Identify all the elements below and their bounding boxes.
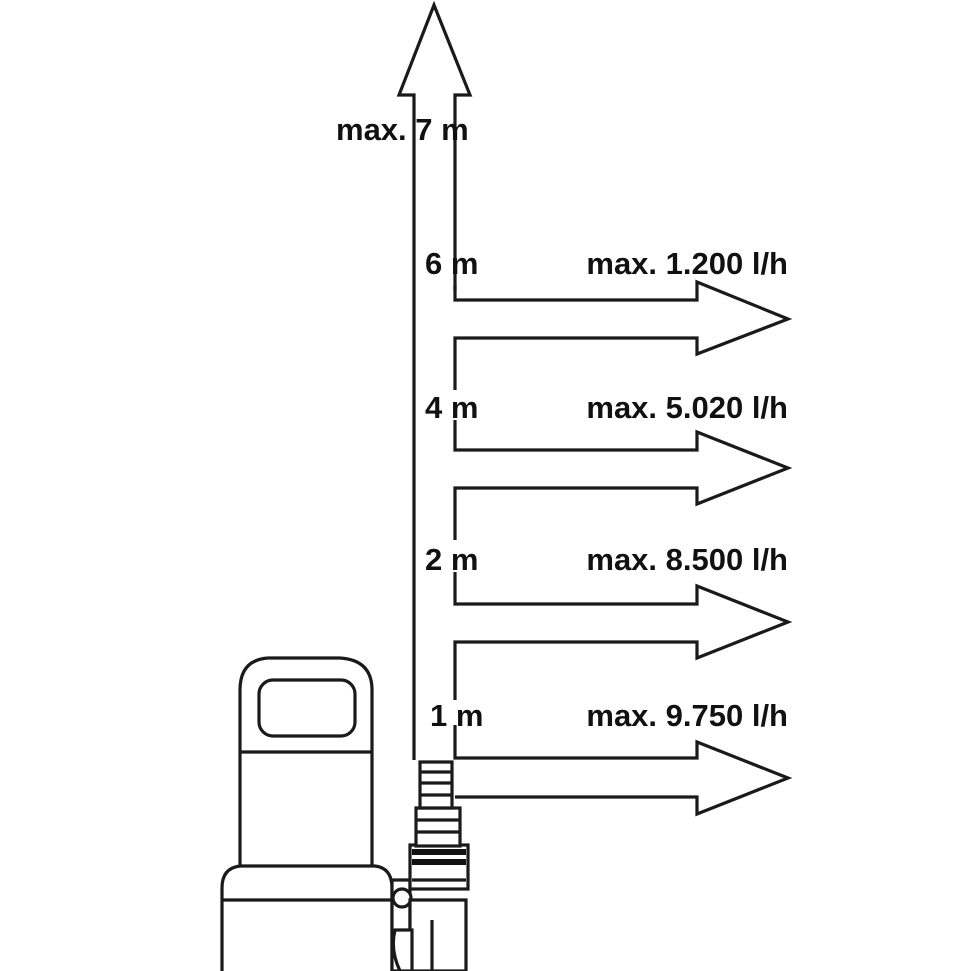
height-label-6m: 6 m — [425, 246, 478, 281]
flow-label-4m: max. 5.020 l/h — [586, 390, 788, 425]
connector-barb — [418, 760, 454, 810]
max-height-label: max. 7 m — [336, 112, 469, 147]
pump-outlet-elbow — [408, 898, 468, 971]
flow-arrow-1m — [453, 725, 793, 817]
hose-connector — [408, 760, 470, 891]
max-height-arrow — [396, 0, 473, 760]
connector-body — [414, 806, 462, 848]
pump-bolt — [391, 887, 413, 909]
height-label-2m: 2 m — [425, 542, 478, 577]
flow-arrow-2m — [453, 572, 793, 700]
height-label-1m: 1 m — [430, 698, 483, 733]
flow-arrow-6m — [453, 279, 793, 390]
height-label-4m: 4 m — [425, 390, 478, 425]
flow-label-6m: max. 1.200 l/h — [586, 246, 788, 281]
flow-label-1m: max. 9.750 l/h — [586, 698, 788, 733]
flow-arrow-4m — [453, 420, 793, 540]
pump-illustration — [220, 656, 468, 971]
flow-label-2m: max. 8.500 l/h — [586, 542, 788, 577]
pump-base — [220, 864, 394, 971]
pump-handle-opening — [257, 678, 357, 738]
pump-lower-fitting — [391, 928, 414, 971]
